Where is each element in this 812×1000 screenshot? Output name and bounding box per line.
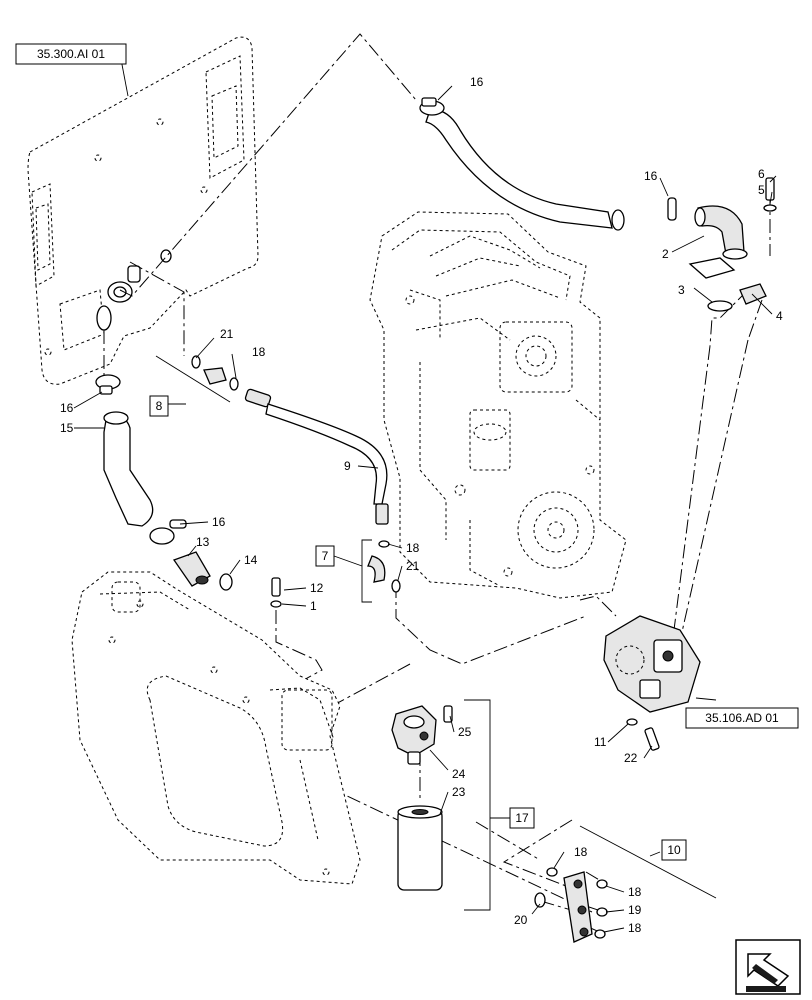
hydraulic-hose-9 [244,388,389,525]
group-brackets [361,539,717,911]
washer-5 [763,204,777,212]
flange-half-upper [688,257,736,279]
o-ring-3 [707,300,733,312]
return-hose-15 [95,374,187,545]
washer-1 [270,600,282,608]
callout-1: 1 [310,599,317,613]
callout-16-elbow: 16 [644,169,658,183]
filter-element-23 [397,805,443,891]
callout-numbers: 16 16 6 5 2 3 4 21 18 16 15 9 16 13 14 1… [60,75,783,935]
callout-16-left: 16 [60,401,74,415]
pump-ref-box [685,707,799,729]
group-label-10: 10 [667,843,681,857]
callout-3: 3 [678,283,685,297]
hydraulic-pump [603,615,701,713]
callout-2: 2 [662,247,669,261]
frame-ref-label: 35.300.AI 01 [37,47,105,61]
pump-ref-label: 35.106.AD 01 [705,711,779,725]
callout-18-mid: 18 [406,541,420,555]
callout-21-upper: 21 [220,327,234,341]
filter-head-24 [391,705,453,765]
arrow-navigation-icon[interactable] [735,939,801,995]
adapter-13 [172,551,233,591]
flange-half-4 [739,283,767,305]
callout-9: 9 [344,459,351,473]
group-label-17: 17 [515,811,529,825]
callout-6: 6 [758,167,765,181]
callout-22: 22 [624,751,638,765]
callout-18-manifold-top: 18 [574,845,588,859]
callout-4: 4 [776,309,783,323]
callout-25: 25 [458,725,472,739]
callout-14: 14 [244,553,258,567]
callout-12: 12 [310,581,324,595]
callout-16-lower: 16 [212,515,226,529]
upper-hose [419,97,625,231]
bolt-12 [271,577,281,597]
group-label-7: 7 [322,549,329,563]
callout-20: 20 [514,913,528,927]
callout-24: 24 [452,767,466,781]
bolt-6 [765,177,775,201]
callout-23: 23 [452,785,466,799]
frame-ref-box [15,43,127,65]
elbow-fitting [694,205,748,260]
callout-21-mid: 21 [406,559,420,573]
callout-18-upper: 18 [252,345,266,359]
clamp-16-right [667,197,677,221]
frame-panel [27,36,259,385]
fitting-group-7 [367,540,401,593]
callout-16-top: 16 [470,75,484,89]
hydraulic-tank [71,571,361,885]
transmission-housing [369,211,627,599]
manifold-group-10 [534,867,608,943]
washer-11 [626,718,638,726]
callout-leaders [73,53,777,933]
callout-15: 15 [60,421,74,435]
callout-18-manifold-right: 18 [628,885,642,899]
callout-18-manifold-bottom: 18 [628,921,642,935]
callout-19: 19 [628,903,642,917]
bolt-22 [644,727,660,751]
group-box-10 [661,839,687,861]
group-label-8: 8 [156,399,163,413]
callout-13: 13 [196,535,210,549]
callout-5: 5 [758,183,765,197]
group-box-8 [149,395,169,417]
fitting-group-8 [155,355,239,403]
callout-11: 11 [594,735,607,749]
